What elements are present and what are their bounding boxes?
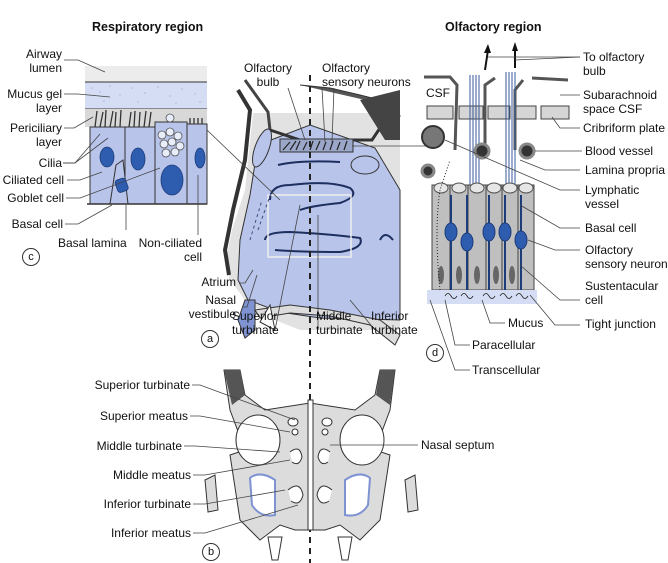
label-lamina-propria: Lamina propria bbox=[585, 163, 666, 177]
label-superior-meatus: Superior meatus bbox=[99, 409, 188, 423]
label-inferior-turbinate-b: Inferior turbinate bbox=[103, 497, 191, 511]
label-to-olfactory-bulb: bulb bbox=[583, 64, 606, 78]
label-superior-turbinate-b: Superior turbinate bbox=[94, 378, 190, 392]
label-superior-turbinate-a-2: turbinate bbox=[232, 323, 279, 337]
label-olfactory-bulb: Olfactory bbox=[243, 61, 292, 75]
label-cilia: Cilia bbox=[38, 156, 62, 170]
panel-marker-b: b bbox=[202, 543, 220, 561]
label-goblet-cell: Goblet cell bbox=[7, 191, 64, 205]
label-sustentacular-cell: cell bbox=[585, 293, 604, 307]
label-basal-cell-d: Basal cell bbox=[585, 221, 637, 235]
label-mucus-gel: Mucus gel bbox=[7, 87, 62, 101]
label-middle-meatus: Middle meatus bbox=[112, 468, 191, 482]
sagittal-nasal-cavity bbox=[222, 79, 401, 346]
respiratory-epithelium bbox=[85, 66, 208, 205]
label-subarachnoid-space: space CSF bbox=[583, 102, 643, 116]
label-middle-turbinate-a: Middle bbox=[316, 309, 352, 323]
olfactory-region-title: Olfactory region bbox=[445, 20, 542, 34]
label-nasal-septum: Nasal septum bbox=[421, 438, 495, 452]
respiratory-region-title: Respiratory region bbox=[92, 20, 204, 34]
label-olfactory-sensory-neurons: sensory neurons bbox=[322, 75, 411, 89]
label-olfactory-sensory: Olfactory bbox=[322, 61, 371, 75]
coronal-section bbox=[204, 369, 419, 561]
label-tight-junction: Tight junction bbox=[585, 317, 656, 331]
label-inferior-meatus: Inferior meatus bbox=[110, 526, 191, 540]
label-transcellular: Transcellular bbox=[472, 363, 541, 377]
label-non-ciliated-cell: cell bbox=[183, 250, 202, 264]
leader-lines-b bbox=[184, 384, 418, 534]
label-sustentacular: Sustentacular bbox=[585, 279, 659, 293]
label-olfactory-neuron: Olfactory bbox=[585, 243, 634, 257]
label-olfactory-sensory-neuron: sensory neuron bbox=[585, 257, 668, 271]
label-csf: CSF bbox=[426, 86, 450, 100]
panel-marker-a: a bbox=[201, 330, 219, 348]
label-subarachnoid: Subarachnoid bbox=[583, 88, 658, 102]
label-mucus-gel-layer: layer bbox=[35, 101, 62, 115]
label-superior-turbinate-a: Superior bbox=[232, 309, 278, 323]
label-inferior-turbinate-a-2: turbinate bbox=[371, 323, 418, 337]
label-to-olfactory: To olfactory bbox=[583, 50, 645, 64]
label-airway: Airway bbox=[25, 47, 62, 61]
label-non-ciliated: Non-ciliated bbox=[138, 236, 202, 250]
label-middle-turbinate-a-2: turbinate bbox=[316, 323, 363, 337]
olfactory-epithelium bbox=[420, 42, 570, 304]
label-atrium: Atrium bbox=[201, 275, 236, 289]
label-olfactory-bulb-2: bulb bbox=[256, 75, 280, 89]
label-periciliary-layer: layer bbox=[35, 135, 62, 149]
panel-marker-c: c bbox=[22, 248, 40, 266]
label-lymphatic-vessel: vessel bbox=[585, 197, 620, 211]
label-cribriform-plate: Cribriform plate bbox=[583, 121, 666, 135]
label-paracellular: Paracellular bbox=[472, 338, 536, 352]
label-nasal-vestibule: vestibule bbox=[188, 307, 236, 321]
leader-lines-d bbox=[429, 56, 582, 371]
label-lumen: lumen bbox=[29, 61, 62, 75]
label-inferior-turbinate-a: Inferior bbox=[371, 309, 409, 323]
label-basal-lamina: Basal lamina bbox=[58, 236, 127, 250]
leader-lines-c bbox=[63, 59, 199, 235]
label-lymphatic: Lymphatic bbox=[585, 183, 640, 197]
label-middle-turbinate-b: Middle turbinate bbox=[96, 439, 182, 453]
label-blood-vessel: Blood vessel bbox=[585, 144, 654, 158]
label-nasal: Nasal bbox=[205, 293, 236, 307]
label-mucus: Mucus bbox=[508, 316, 544, 330]
label-basal-cell-c: Basal cell bbox=[11, 217, 63, 231]
label-periciliary: Periciliary bbox=[9, 121, 62, 135]
panel-marker-d: d bbox=[426, 344, 444, 362]
label-ciliated-cell: Ciliated cell bbox=[2, 173, 64, 187]
